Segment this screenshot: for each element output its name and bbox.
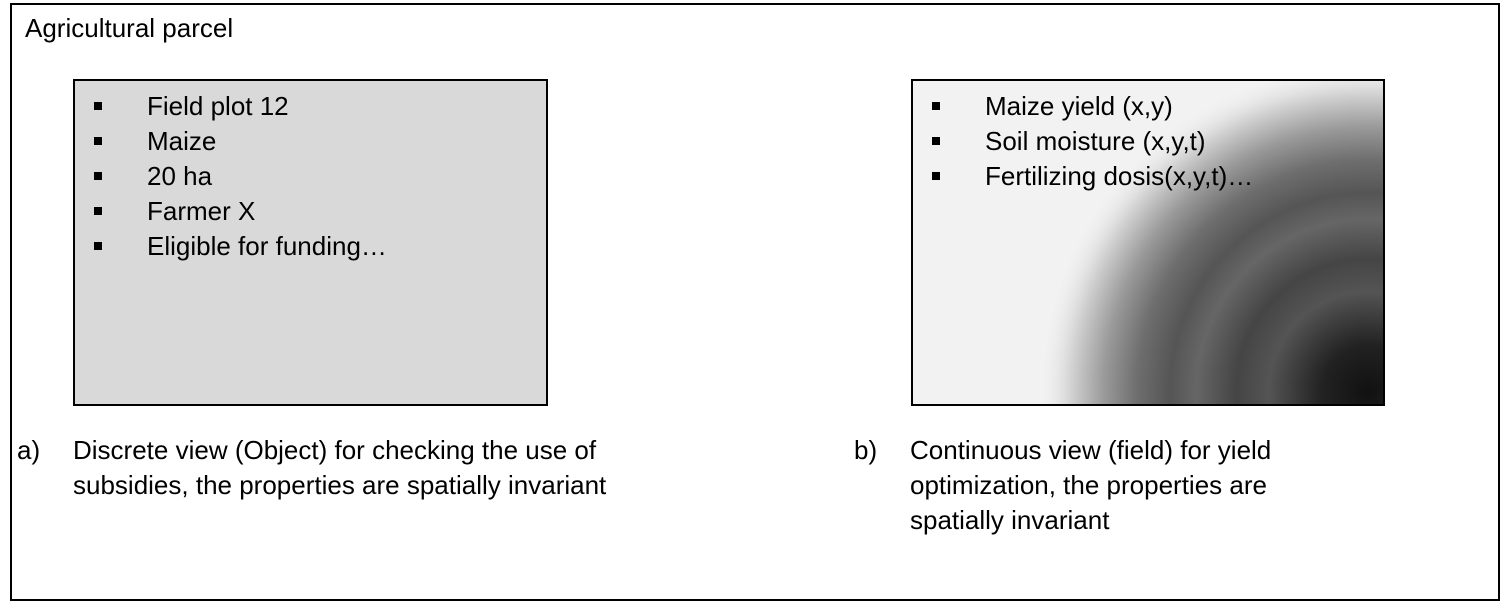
- square-bullet-icon: [94, 102, 102, 110]
- caption-text: Continuous view (field) for yield optimi…: [910, 435, 1272, 535]
- property-label: Soil moisture (x,y,t): [985, 126, 1206, 156]
- square-bullet-icon: [94, 207, 102, 215]
- property-label: Fertilizing dosis(x,y,t)…: [985, 161, 1254, 191]
- property-label: Maize: [147, 126, 217, 156]
- field-gradient-fill: [913, 81, 1383, 404]
- square-bullet-icon: [94, 242, 102, 250]
- property-label: 20 ha: [147, 161, 213, 191]
- property-label: Farmer X: [147, 196, 256, 226]
- discrete-view-panel: Field plot 12 Maize 20 ha Farmer X Eligi…: [73, 79, 548, 406]
- caption-text: Discrete view (Object) for checking the …: [73, 435, 607, 500]
- diagram-frame: [10, 3, 1500, 601]
- caption-letter: b): [854, 435, 878, 465]
- square-bullet-icon: [932, 102, 940, 110]
- square-bullet-icon: [932, 172, 940, 180]
- square-bullet-icon: [94, 172, 102, 180]
- caption-a: a) Discrete view (Object) for checking t…: [17, 433, 717, 543]
- caption-b: b) Continuous view (field) for yield opt…: [854, 433, 1454, 543]
- property-label: Field plot 12: [147, 91, 289, 121]
- continuous-view-panel: Maize yield (x,y) Soil moisture (x,y,t) …: [911, 79, 1385, 406]
- field-gradient: [913, 81, 1383, 404]
- property-label: Maize yield (x,y): [985, 91, 1173, 121]
- caption-letter: a): [17, 435, 41, 465]
- frame-title: Agricultural parcel: [25, 13, 234, 43]
- square-bullet-icon: [94, 137, 102, 145]
- property-label: Eligible for funding…: [147, 231, 387, 261]
- square-bullet-icon: [932, 137, 940, 145]
